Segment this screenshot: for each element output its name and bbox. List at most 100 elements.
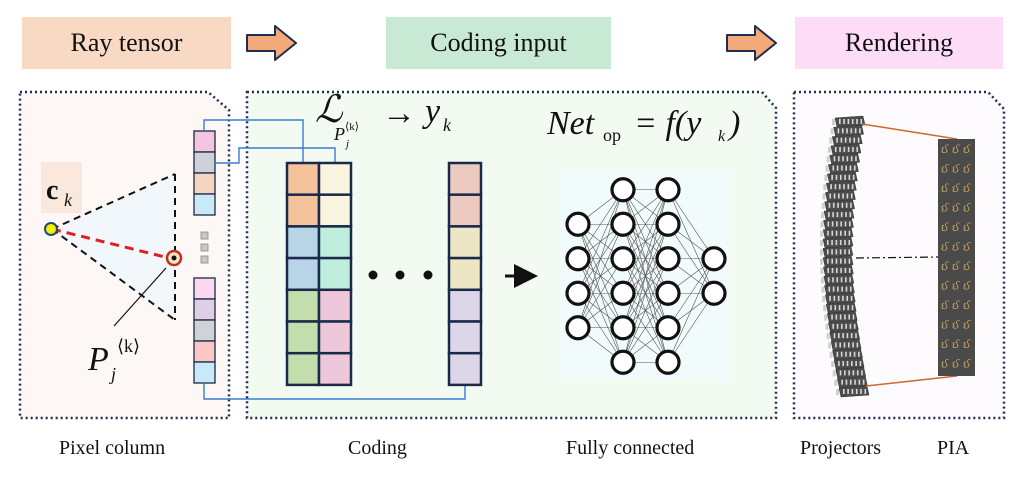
- projector-lens: [850, 295, 853, 301]
- projector-lens: [829, 295, 831, 301]
- projector-lens: [856, 146, 859, 152]
- ellipsis-dot: [395, 270, 405, 280]
- projector-array: [819, 115, 870, 398]
- projector-lens: [848, 249, 851, 255]
- projector-unit: [824, 199, 855, 212]
- projector-lens: [839, 146, 841, 152]
- projector-lens: [840, 221, 843, 227]
- projector-edge: [820, 230, 824, 237]
- pia-element-icon: ઈ: [941, 203, 949, 215]
- network-edge: [622, 293, 669, 363]
- projector-lens: [844, 174, 846, 180]
- projector-lens: [849, 137, 851, 143]
- projector-lens: [844, 267, 847, 273]
- projector-lens: [839, 370, 842, 376]
- projector-lens: [835, 230, 838, 236]
- pia-element-icon: ઈ: [952, 183, 960, 195]
- network-edge: [622, 189, 669, 259]
- projector-lens: [855, 361, 857, 367]
- stage-ray-tensor-label: Ray tensor: [70, 28, 183, 57]
- ray-line: [51, 227, 174, 261]
- stage-rendering-label: Rendering: [844, 28, 954, 57]
- pia-element-icon: ઈ: [963, 320, 971, 332]
- projector-lens: [839, 249, 842, 255]
- caption-pia: PIA: [937, 437, 970, 459]
- projector-edge: [820, 267, 824, 274]
- network-edge: [622, 224, 669, 363]
- projector-edge: [820, 277, 824, 284]
- projector-lens: [846, 156, 849, 162]
- projector-edge: [819, 240, 823, 247]
- projector-lens: [839, 174, 842, 180]
- pia-element-icon: ઈ: [963, 359, 971, 371]
- projector-lens: [832, 277, 834, 283]
- pia-element-icon: ઈ: [941, 222, 949, 234]
- point-label-superscript: ⟨k⟩: [117, 336, 140, 356]
- caption-projectors: Projectors: [800, 437, 882, 459]
- projector-lens: [834, 305, 837, 311]
- projector-lens: [838, 193, 840, 199]
- network-node: [565, 280, 591, 306]
- pia-element-icon: ઈ: [952, 144, 960, 156]
- projector-lens: [845, 277, 847, 283]
- projector-unit: [833, 357, 865, 370]
- projector-lens: [845, 379, 848, 385]
- projector-lens: [836, 351, 839, 357]
- projector-lens: [834, 184, 837, 190]
- projector-lens: [827, 230, 829, 236]
- projector-lens: [839, 342, 841, 348]
- projector-lens: [844, 258, 846, 264]
- projector-lens: [847, 342, 850, 348]
- projector-lens: [828, 202, 831, 208]
- optical-axis: [855, 256, 939, 259]
- projector-lens: [845, 286, 848, 292]
- projector-lens: [848, 314, 851, 320]
- projector-lens: [842, 156, 844, 162]
- stage-ray-tensor: Ray tensor: [22, 17, 231, 69]
- network-node: [655, 315, 681, 341]
- projector-lens: [848, 258, 851, 264]
- projector-lens: [856, 342, 859, 348]
- matrix-cell: [447, 161, 483, 196]
- projector-edge: [826, 333, 830, 340]
- projector-lens: [860, 389, 862, 394]
- projector-edge: [826, 156, 830, 163]
- projector-lens: [856, 370, 859, 376]
- projector-lens: [833, 333, 836, 339]
- net-formula-rest-sub: k: [718, 128, 726, 145]
- pia-element-icon: ઈ: [941, 164, 949, 176]
- pia-element-icon: ઈ: [952, 320, 960, 332]
- pixel-vector-cell: [193, 319, 216, 342]
- projector-unit: [829, 152, 860, 165]
- matrix-cell: [317, 288, 353, 323]
- projector-unit: [824, 283, 855, 295]
- caption-pixel-column: Pixel column: [59, 437, 166, 459]
- network-edge: [667, 258, 715, 328]
- projector-edge: [823, 305, 827, 312]
- projector-lens: [849, 286, 852, 292]
- ellipsis-dot: [423, 270, 433, 280]
- pia-element-icon: ઈ: [963, 261, 971, 273]
- projector-lens: [837, 286, 839, 292]
- network-node: [655, 349, 681, 375]
- ellipsis-dot: [368, 270, 378, 280]
- projector-lens: [845, 165, 847, 171]
- pia-panel: [938, 139, 975, 376]
- view-frustum: [52, 174, 175, 320]
- projector-lens: [836, 221, 838, 227]
- matrix-cell: [285, 225, 321, 260]
- pia-element-icon: ઈ: [941, 144, 949, 156]
- projector-lens: [831, 249, 833, 255]
- projector-lens: [827, 258, 829, 264]
- projector-lens: [835, 249, 838, 255]
- network-edge: [577, 189, 624, 259]
- projector-edge: [821, 286, 825, 293]
- projector-unit: [829, 329, 861, 342]
- projector-lens: [831, 221, 834, 227]
- projector-edge: [822, 193, 826, 200]
- projector-lens: [851, 305, 854, 311]
- net-formula-net: Net: [546, 105, 596, 142]
- projector-lens: [850, 333, 853, 339]
- projector-lens: [833, 156, 836, 162]
